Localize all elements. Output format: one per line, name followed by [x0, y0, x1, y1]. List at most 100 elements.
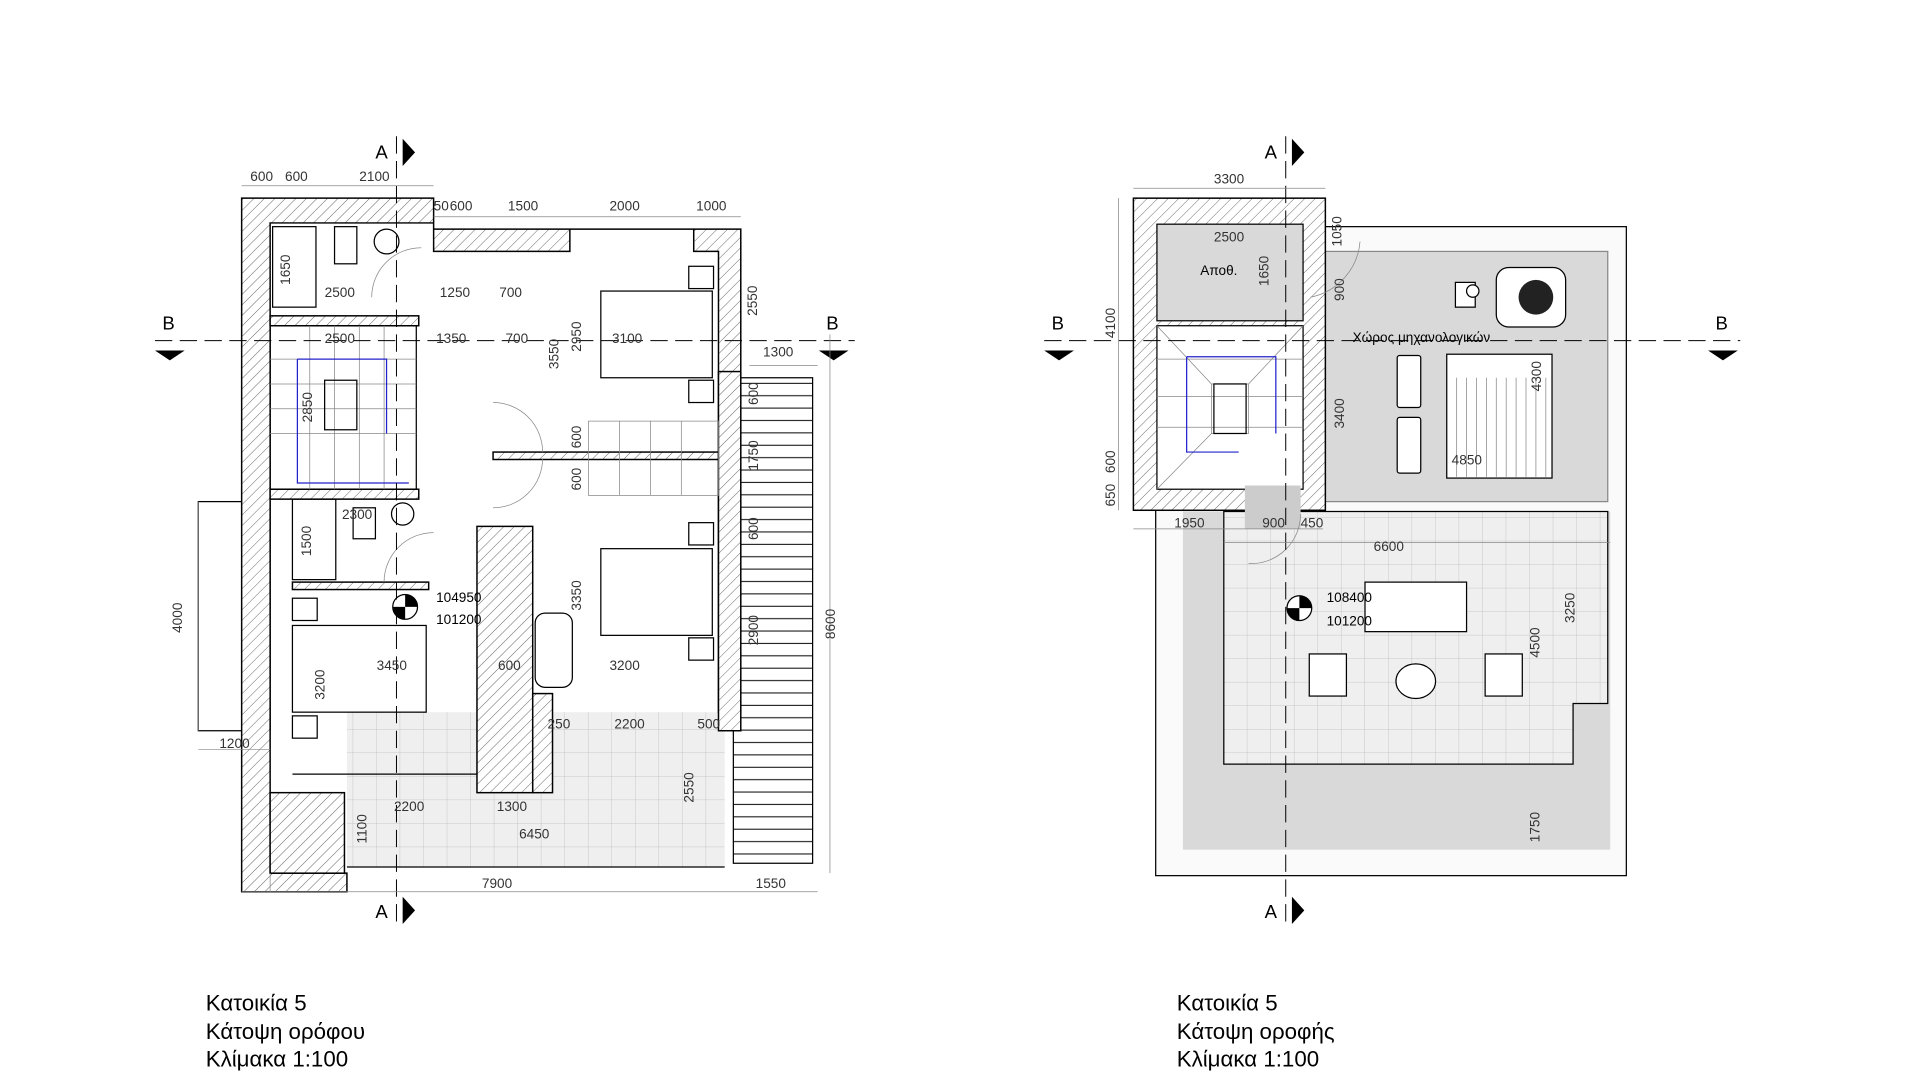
- wall-corridor: [492, 451, 720, 461]
- wall-terrace-corner: [531, 692, 554, 794]
- svg-text:600: 600: [569, 425, 584, 448]
- sofa: [1364, 581, 1468, 633]
- tank-2: [1396, 416, 1422, 474]
- storage-room: [1156, 223, 1304, 322]
- svg-text:700: 700: [505, 331, 528, 346]
- svg-text:650: 650: [1103, 483, 1118, 506]
- bathroom-fixtures: [271, 226, 415, 581]
- room-mechanical: Χώρος μηχανολογικών: [1353, 330, 1491, 345]
- level-top: 104950: [436, 590, 482, 605]
- solar-collector: [1446, 353, 1553, 479]
- bed-top: [600, 265, 715, 404]
- svg-text:600: 600: [450, 199, 473, 214]
- svg-text:2900: 2900: [746, 615, 761, 646]
- svg-text:6450: 6450: [519, 826, 550, 841]
- svg-text:2500: 2500: [325, 331, 356, 346]
- dimension-labels: 3300 1050 2500 1650 900 4100 4300 3400 4…: [1103, 171, 1577, 842]
- section-b-left: B: [1052, 312, 1064, 333]
- svg-text:250: 250: [548, 716, 571, 731]
- svg-text:700: 700: [499, 285, 522, 300]
- door-swing-roof: [1248, 241, 1361, 564]
- svg-text:Κάτοψη ορόφου: Κάτοψη ορόφου: [206, 1019, 365, 1044]
- svg-text:600: 600: [498, 658, 521, 673]
- svg-text:1650: 1650: [1256, 255, 1271, 286]
- svg-text:8600: 8600: [823, 608, 838, 639]
- svg-text:4300: 4300: [1529, 361, 1544, 392]
- svg-text:2550: 2550: [745, 285, 760, 316]
- svg-text:1650: 1650: [278, 254, 293, 285]
- level-bottom: 101200: [1327, 613, 1373, 628]
- svg-text:3200: 3200: [609, 658, 640, 673]
- svg-text:500: 500: [697, 716, 720, 731]
- level-bottom: 101200: [436, 612, 482, 627]
- svg-text:1250: 1250: [440, 285, 471, 300]
- wall-corridor2: [717, 370, 742, 732]
- svg-text:1100: 1100: [355, 814, 370, 844]
- section-a-top: A: [1265, 142, 1278, 163]
- svg-text:1500: 1500: [299, 525, 314, 556]
- svg-text:Κλίμακα 1:100: Κλίμακα 1:100: [1177, 1046, 1319, 1071]
- boiler-icon: [1454, 281, 1480, 308]
- svg-text:2300: 2300: [342, 507, 373, 522]
- dimension-labels: 600 600 2100 50 600 1500 2000 1000 1650 …: [170, 169, 838, 891]
- svg-text:2850: 2850: [300, 392, 315, 423]
- coffee-table: [1395, 663, 1437, 700]
- svg-text:Κατοικία 5: Κατοικία 5: [1177, 991, 1278, 1016]
- svg-text:600: 600: [285, 169, 308, 184]
- svg-text:7900: 7900: [482, 876, 513, 891]
- svg-text:1350: 1350: [436, 331, 467, 346]
- svg-text:Κλίμακα 1:100: Κλίμακα 1:100: [206, 1046, 348, 1071]
- svg-text:4850: 4850: [1452, 452, 1483, 467]
- svg-text:4100: 4100: [1103, 307, 1118, 338]
- svg-text:600: 600: [746, 517, 761, 540]
- heat-pump-icon: [1495, 266, 1567, 328]
- svg-text:Κατοικία 5: Κατοικία 5: [206, 991, 307, 1016]
- svg-text:600: 600: [1103, 450, 1118, 473]
- svg-text:1750: 1750: [746, 440, 761, 471]
- plan-caption: Κατοικία 5 Κάτοψη οροφής Κλίμακα 1:100: [1177, 991, 1335, 1072]
- level-marker-icon: [392, 593, 419, 620]
- svg-text:900: 900: [1262, 516, 1285, 531]
- svg-text:1300: 1300: [763, 345, 794, 360]
- svg-text:1750: 1750: [1528, 811, 1543, 842]
- svg-text:600: 600: [250, 169, 273, 184]
- svg-text:1050: 1050: [1329, 216, 1344, 247]
- section-a-top: A: [375, 142, 388, 163]
- section-b-right: B: [1716, 312, 1728, 333]
- svg-text:1000: 1000: [696, 199, 727, 214]
- room-storage: Αποθ.: [1200, 263, 1237, 278]
- svg-text:3400: 3400: [1332, 398, 1347, 429]
- svg-text:2550: 2550: [682, 772, 697, 803]
- armchair-left: [1308, 653, 1348, 697]
- stairs-down: [588, 420, 719, 496]
- level-marker-icon: [1286, 595, 1313, 622]
- staircase-roof: [1156, 325, 1304, 529]
- roof-terrace: [1223, 510, 1609, 765]
- dining-table: [534, 612, 573, 689]
- svg-text:6600: 6600: [1374, 539, 1405, 554]
- section-b-left: B: [162, 312, 174, 333]
- svg-text:1550: 1550: [756, 876, 787, 891]
- svg-text:3100: 3100: [612, 331, 643, 346]
- wall-wardrobe: [476, 525, 534, 794]
- svg-text:3300: 3300: [1214, 171, 1245, 186]
- svg-text:1300: 1300: [497, 799, 528, 814]
- door-swings: [371, 247, 543, 583]
- svg-text:3200: 3200: [313, 669, 328, 700]
- svg-text:2500: 2500: [1214, 230, 1245, 245]
- svg-text:2100: 2100: [359, 169, 390, 184]
- floor-plan-first-floor: 104950 101200 A A B B 600 600 2100 50 60…: [154, 136, 855, 1071]
- svg-text:50: 50: [434, 199, 450, 214]
- svg-text:600: 600: [569, 467, 584, 490]
- svg-text:4000: 4000: [170, 602, 185, 633]
- section-a-bottom: A: [375, 901, 388, 922]
- svg-text:2000: 2000: [609, 199, 640, 214]
- floor-plan-roof: 108400 101200 Αποθ. Χώρος μηχανολογικών …: [1044, 136, 1741, 1072]
- bed-left: [291, 597, 427, 739]
- svg-text:2950: 2950: [569, 321, 584, 352]
- section-b-right: B: [826, 312, 838, 333]
- svg-text:600: 600: [746, 382, 761, 405]
- svg-text:3250: 3250: [1562, 592, 1577, 623]
- svg-text:Κάτοψη οροφής: Κάτοψη οροφής: [1177, 1019, 1335, 1044]
